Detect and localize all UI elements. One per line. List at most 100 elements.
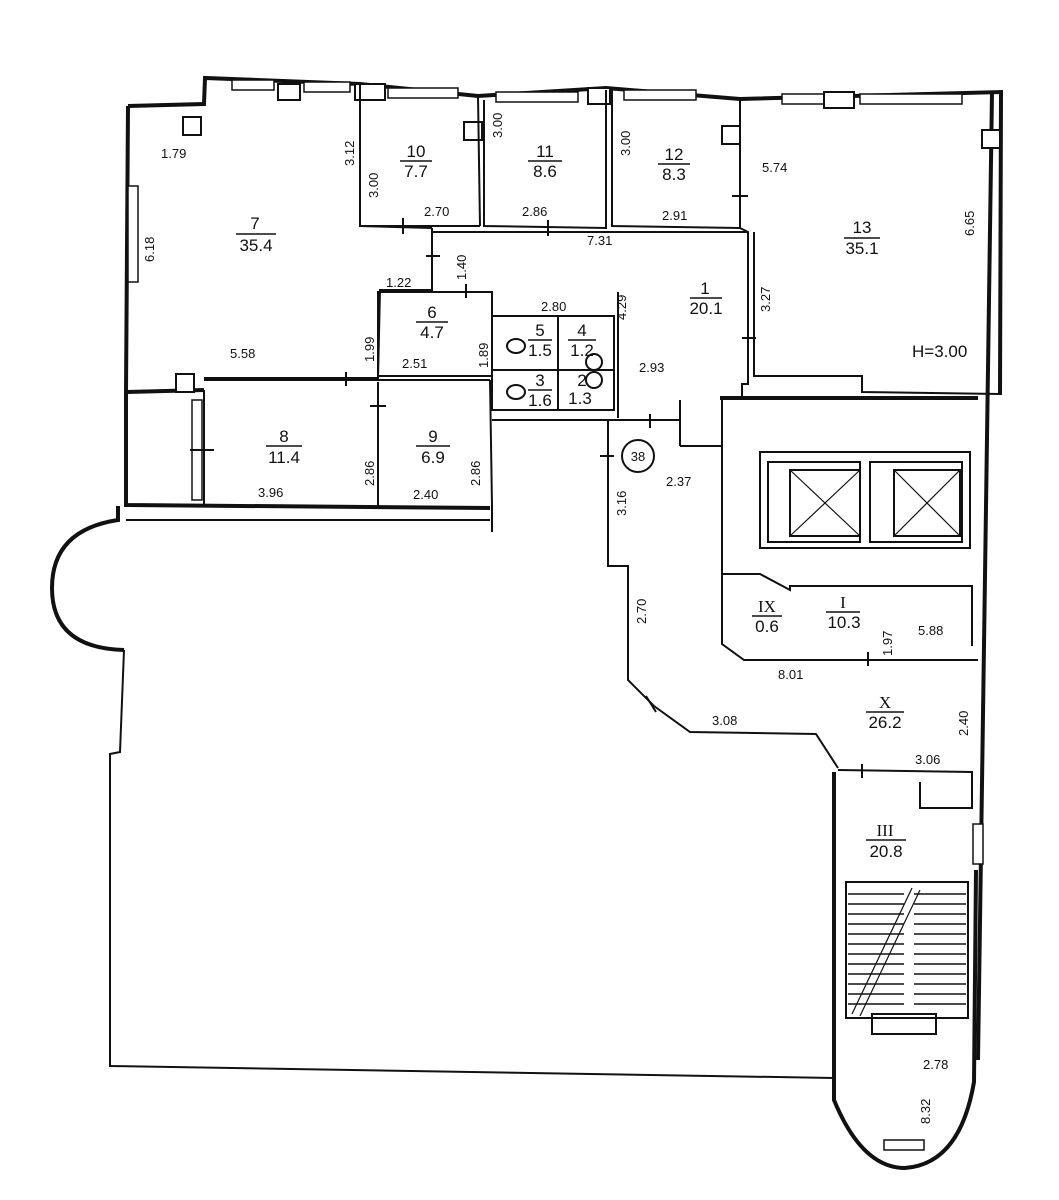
door-ticks <box>190 195 869 778</box>
wall-wc-block <box>491 315 615 411</box>
dimension-label: 1.79 <box>161 146 186 161</box>
dimension-label: 2.91 <box>662 208 687 223</box>
room-III-number: III <box>877 821 894 840</box>
column <box>587 87 611 105</box>
window <box>495 91 579 103</box>
lift-shaft-a <box>767 461 861 543</box>
outer-wall-right <box>976 91 994 1061</box>
room-9-number: 9 <box>428 427 437 446</box>
room-X-area: 26.2 <box>868 713 901 732</box>
wall-room-12 <box>611 90 741 230</box>
lift-shaft-outer <box>759 451 971 549</box>
room-1-area: 20.1 <box>689 299 722 318</box>
dimension-label: 3.08 <box>712 713 737 728</box>
columns <box>175 83 1001 393</box>
dimension-label: 2.51 <box>402 356 427 371</box>
dimension-label: 6.65 <box>962 211 977 236</box>
outer-wall-left-lower <box>124 392 491 510</box>
dimension-label: 3.00 <box>490 113 505 138</box>
room-13-area: 35.1 <box>845 239 878 258</box>
dimension-label: 4.29 <box>614 295 629 320</box>
dimension-label: 2.70 <box>424 204 449 219</box>
column <box>175 373 195 393</box>
stair-well <box>845 881 969 1019</box>
dimension-label: 1.97 <box>880 631 895 656</box>
dimension-label: 3.96 <box>258 485 283 500</box>
wall-room-1-right <box>739 227 749 400</box>
room-5-number: 5 <box>535 321 544 340</box>
dimension-label: 3.00 <box>618 131 633 156</box>
window <box>859 93 963 105</box>
wall-elevator-block <box>720 396 978 400</box>
ceiling-height-label: H=3.00 <box>912 342 967 361</box>
window <box>883 1139 925 1151</box>
room-3-area: 1.6 <box>528 391 552 410</box>
dimension-label: 2.86 <box>362 461 377 486</box>
dimension-label: 2.93 <box>639 360 664 375</box>
window <box>303 81 351 93</box>
section-marker: 38 <box>621 439 655 473</box>
dimension-label: 2.80 <box>541 299 566 314</box>
room-11-area: 8.6 <box>533 162 557 181</box>
wall-room-10-right <box>477 95 481 227</box>
window <box>387 87 459 99</box>
dimension-label: 2.40 <box>413 487 438 502</box>
lift-cabin-b <box>893 469 961 537</box>
dimension-label: 6.18 <box>142 237 157 262</box>
stair-handrail <box>859 889 921 1017</box>
window <box>623 89 697 101</box>
dimension-label: 5.74 <box>762 160 787 175</box>
room-6-number: 6 <box>427 303 436 322</box>
room-I-number: I <box>840 593 846 612</box>
wall-elevator-core <box>721 400 978 661</box>
room-3-number: 3 <box>535 371 544 390</box>
room-7-area: 35.4 <box>239 236 272 255</box>
dimension-label: 2.40 <box>956 711 971 736</box>
room-IX-area: 0.6 <box>755 617 779 636</box>
wall-room-13 <box>753 232 1001 395</box>
room-IX-number: IX <box>758 597 776 616</box>
room-10-number: 10 <box>407 142 426 161</box>
dimension-label: 2.37 <box>666 474 691 489</box>
dimension-label: 1.40 <box>454 255 469 280</box>
dimension-label: 7.31 <box>587 233 612 248</box>
room-III-area: 20.8 <box>869 842 902 861</box>
room-13-number: 13 <box>853 218 872 237</box>
dimension-labels: 1.79 3.12 3.00 3.00 3.00 5.74 6.65 6.18 … <box>142 113 977 1124</box>
dimension-label: 1.89 <box>476 343 491 368</box>
window <box>231 79 275 91</box>
interior-walls <box>126 84 1001 1035</box>
wall-room-1 <box>204 228 433 379</box>
room-1-number: 1 <box>700 279 709 298</box>
dimension-label: 2.70 <box>634 599 649 624</box>
stair-landing <box>871 1013 937 1035</box>
dimension-label: 1.99 <box>362 337 377 362</box>
room-12-number: 12 <box>665 145 684 164</box>
column <box>277 83 301 101</box>
room-6-area: 4.7 <box>420 323 444 342</box>
dimension-label: 8.01 <box>778 667 803 682</box>
dimension-label: 3.27 <box>758 287 773 312</box>
room-4-area: 1.2 <box>570 341 594 360</box>
dimension-label: 3.06 <box>915 752 940 767</box>
dimension-label: 8.32 <box>918 1099 933 1124</box>
column <box>354 83 386 101</box>
lift-shaft-b <box>869 461 963 543</box>
lift-cross <box>789 469 861 537</box>
dimension-label: 5.88 <box>918 623 943 638</box>
room-X-number: X <box>879 693 891 712</box>
dimension-label: 1.22 <box>386 275 411 290</box>
section-marker-label: 38 <box>631 449 645 464</box>
window <box>972 823 984 865</box>
wall-room-11 <box>483 90 607 230</box>
column <box>981 129 1001 149</box>
stair-handrail <box>851 887 913 1015</box>
column <box>823 91 855 109</box>
column <box>721 125 741 145</box>
room-4-number: 4 <box>577 321 586 340</box>
outer-wall-lower-left <box>109 649 835 1079</box>
room-I-area: 10.3 <box>827 613 860 632</box>
room-9-area: 6.9 <box>421 448 445 467</box>
room-8-area: 11.4 <box>268 448 300 467</box>
